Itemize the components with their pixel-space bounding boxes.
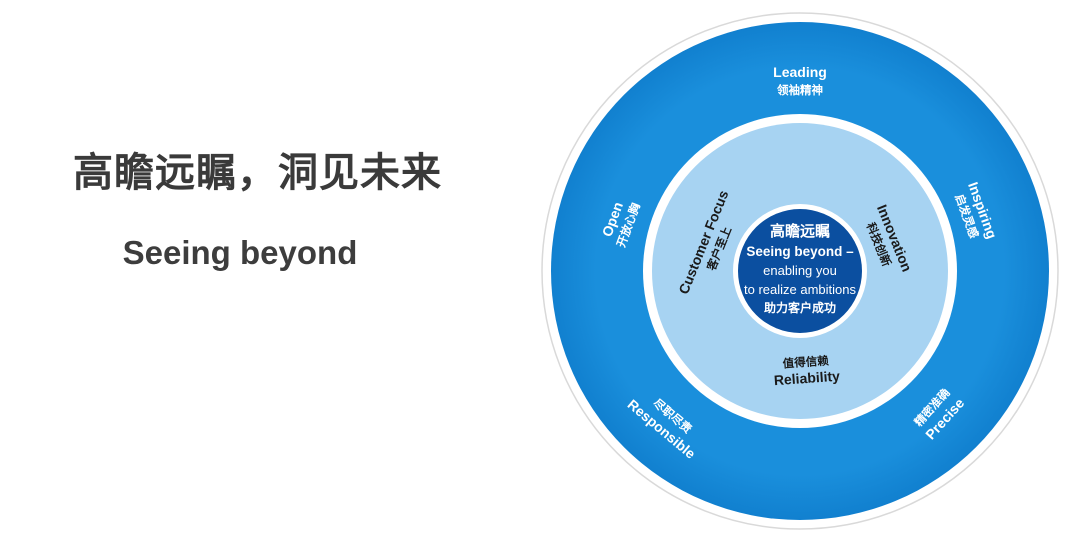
core-line-5: 助力客户成功 [764, 300, 836, 315]
inner-bottom-en: Reliability [773, 368, 840, 389]
core-line-4: to realize ambitions [744, 282, 856, 297]
core-line-2: Seeing beyond – [746, 244, 854, 259]
core-line-1: 高瞻远瞩 [770, 222, 830, 240]
outer-top-zh: 领袖精神 [776, 83, 823, 97]
subline: Seeing beyond [122, 234, 358, 271]
core-line-3: enabling you [763, 263, 837, 278]
outer-top-en: Leading [773, 64, 827, 80]
headline: 高瞻远瞩，洞见未来 [73, 150, 442, 196]
core-circle [738, 209, 862, 333]
inner-bottom-zh: 值得信赖 [782, 353, 829, 370]
